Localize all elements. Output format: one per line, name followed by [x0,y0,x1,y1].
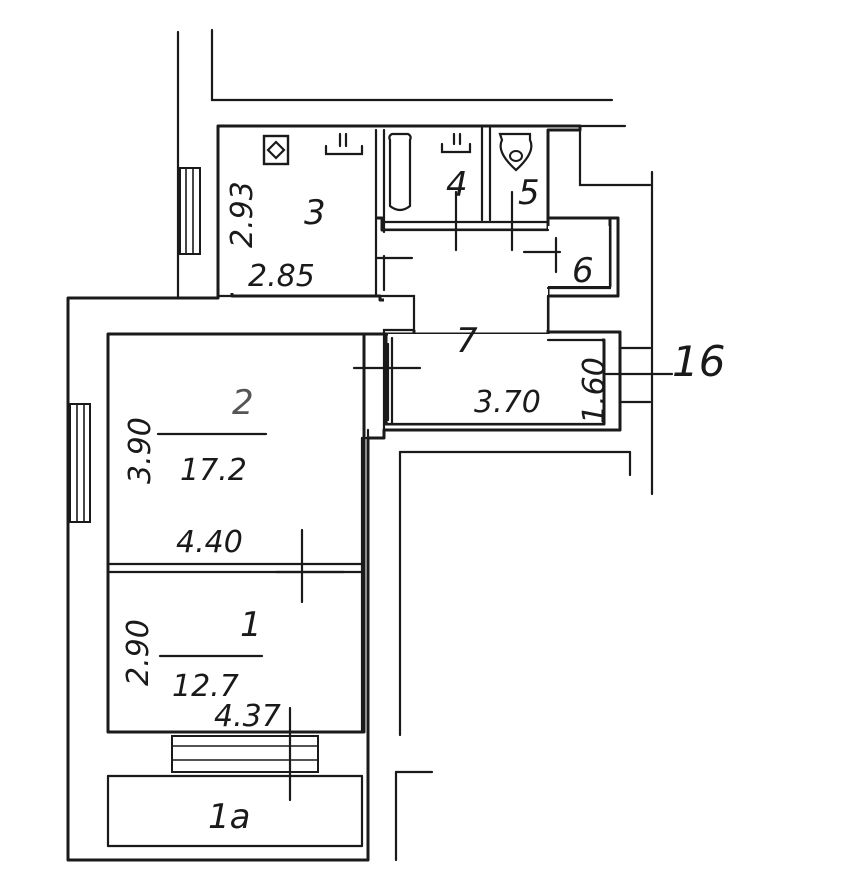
room-2-width: 4.40 [176,525,243,560]
room-7-depth: 1.60 [577,357,612,424]
toilet-icon [498,132,533,172]
room-1-number: 1 [240,605,262,645]
labels: 3 2.93 2.85 4 5 6 7 3.70 1.60 16 2 17.2 … [121,165,725,837]
room-4-number: 4 [446,165,468,205]
room-7-number: 7 [456,321,478,361]
area-underlines [156,432,268,658]
room-2-number: 2 [232,383,254,423]
room-3-number: 3 [304,193,326,233]
room-1-depth: 2.90 [121,619,156,686]
room-7-width: 3.70 [474,385,541,420]
room-1a-number: 1a [208,797,250,837]
room-5-number: 5 [518,173,540,213]
room-1-width: 4.37 [214,699,281,734]
door-marks [274,190,562,802]
room-3-width: 2.85 [248,259,315,294]
reference-number: 16 [672,337,725,386]
room-1-area: 12.7 [172,669,239,704]
neighbour-walls [176,28,654,862]
washbasin-icon [440,132,472,154]
room-3-depth: 2.93 [225,181,260,248]
windows [69,167,319,773]
room-fills [106,128,610,856]
room-2-area: 17.2 [180,453,247,488]
bathtub-icon [388,132,412,212]
wall-lines [66,124,622,862]
sink-icon [324,132,364,156]
room-6-number: 6 [572,251,594,291]
room-2-depth: 3.90 [123,417,158,484]
fixtures [262,132,674,404]
